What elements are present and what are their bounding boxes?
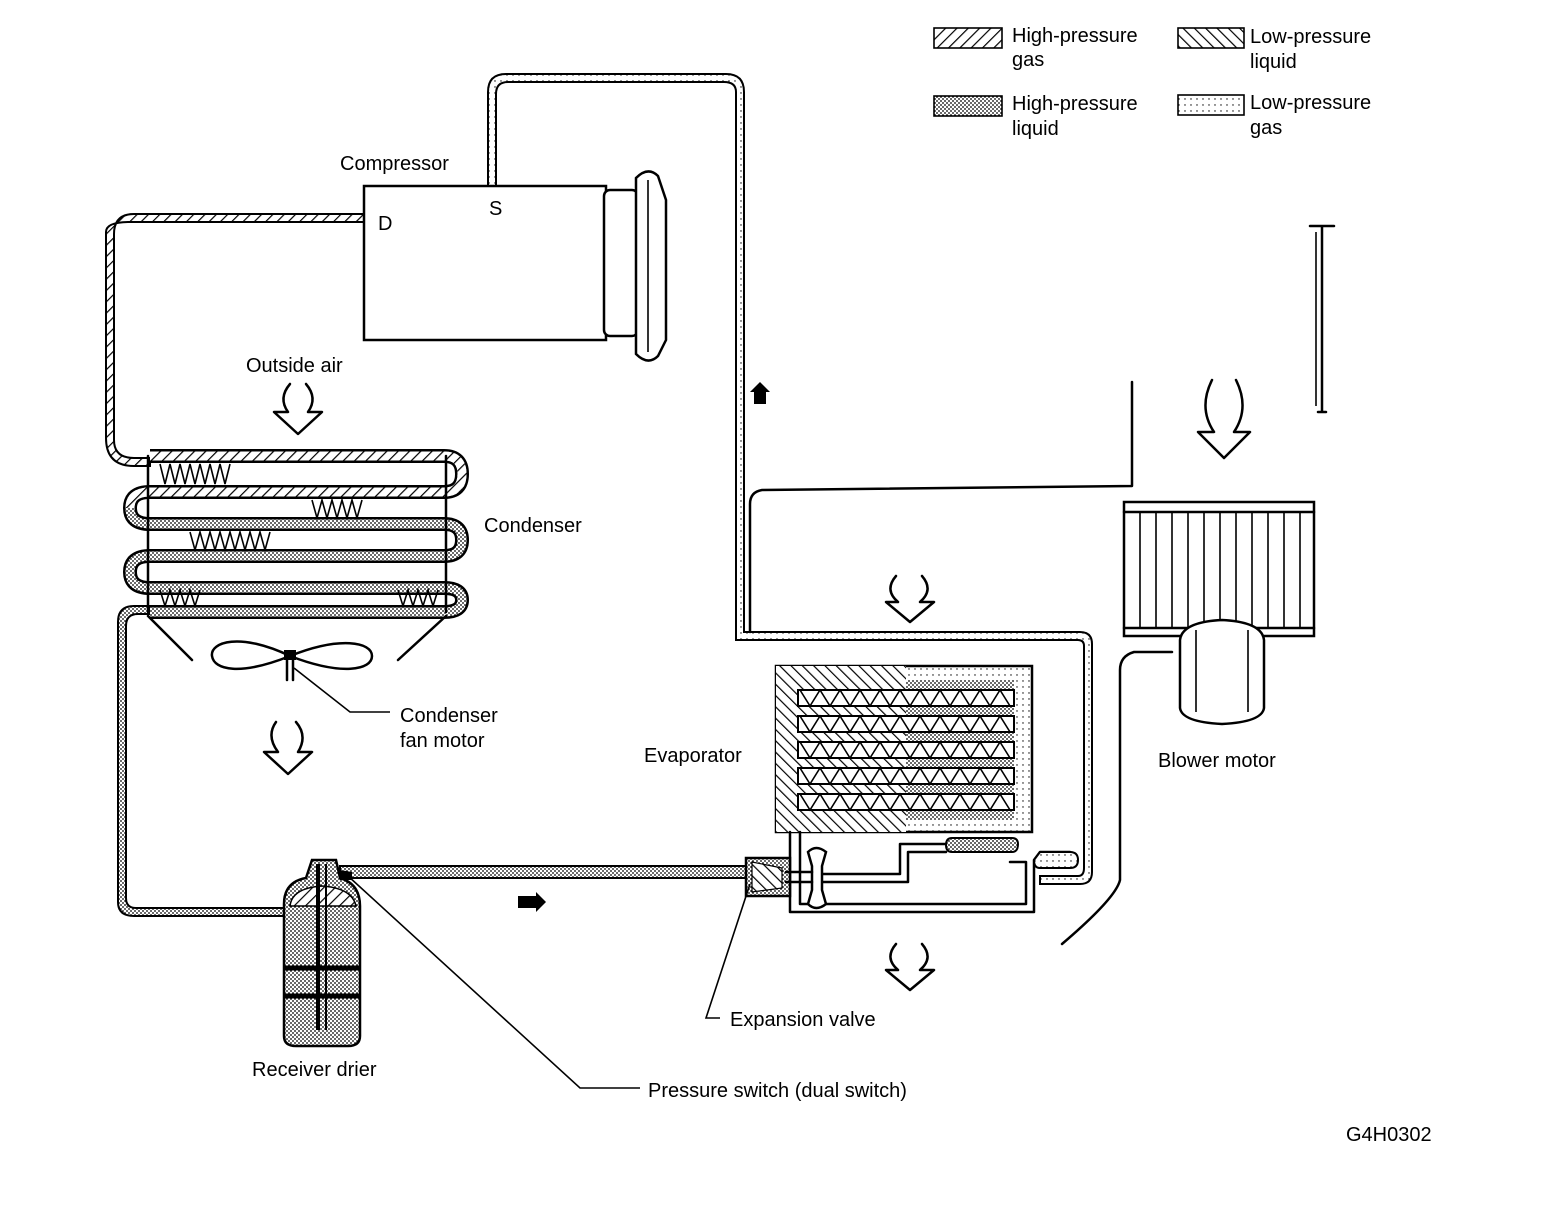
discharge-port-label: D	[378, 213, 392, 235]
hvac-inlet-flap	[1308, 224, 1336, 414]
legend-item-low-pressure-liquid: Low-pressure liquid	[1177, 26, 1371, 73]
discharge-pipe	[105, 213, 366, 467]
legend-label-low-pressure-gas-2: gas	[1250, 117, 1282, 139]
outside-air-arrow	[272, 382, 324, 436]
blower-fan-wheel	[1122, 500, 1316, 638]
blower: Blower motor	[1122, 500, 1316, 772]
condenser-exhaust-arrow	[262, 720, 314, 776]
evaporator-outlet-air-arrow	[884, 942, 936, 992]
hvac-duct-upper	[748, 380, 1134, 634]
legend: High-pressure gas Low-pressure liquid Hi…	[933, 25, 1371, 140]
legend-label-high-pressure-liquid-2: liquid	[1012, 118, 1059, 140]
figure-code: G4H0302	[1346, 1124, 1432, 1146]
condenser-label: Condenser	[484, 515, 582, 537]
suction-port-label: S	[489, 198, 502, 220]
condenser-fan-motor-label-1: Condenser	[400, 705, 498, 727]
compressor: Compressor D S	[340, 153, 668, 362]
legend-label-high-pressure-gas-1: High-pressure	[1012, 25, 1138, 47]
blower-vanes	[1139, 512, 1301, 628]
evaporator-inlet-air-arrow	[884, 574, 936, 624]
legend-label-high-pressure-gas-2: gas	[1012, 49, 1044, 71]
suction-flow-arrow	[750, 382, 770, 404]
liquid-flow-arrow	[518, 892, 546, 912]
legend-swatch-low-pressure-liquid	[1177, 27, 1245, 49]
compressor-pulley	[634, 170, 668, 362]
legend-label-low-pressure-liquid-2: liquid	[1250, 51, 1297, 73]
condenser: Condenser	[122, 449, 582, 619]
compressor-clutch	[602, 188, 640, 338]
compressor-label: Compressor	[340, 153, 449, 175]
legend-swatch-high-pressure-liquid	[933, 95, 1003, 117]
condenser-fan-motor-label-2: fan motor	[400, 730, 485, 752]
evaporator-label: Evaporator	[644, 745, 742, 767]
suction-pipe	[487, 73, 1093, 885]
condenser-fins	[159, 463, 439, 609]
condenser-fan: Condenser fan motor	[146, 614, 498, 752]
legend-swatch-high-pressure-gas	[933, 27, 1003, 49]
liquid-line-to-expansion-valve	[339, 865, 749, 879]
legend-swatch-low-pressure-gas	[1177, 94, 1245, 116]
blower-motor	[1178, 618, 1266, 726]
receiver-drier: Receiver drier	[252, 858, 377, 1081]
receiver-drier-label: Receiver drier	[252, 1059, 377, 1081]
legend-item-low-pressure-gas: Low-pressure gas	[1177, 92, 1371, 139]
evaporator-fins	[799, 688, 1011, 812]
blower-motor-label: Blower motor	[1158, 750, 1276, 772]
evaporator: Evaporator	[644, 664, 1080, 914]
hvac-duct-lower	[1060, 650, 1174, 946]
legend-label-high-pressure-liquid-1: High-pressure	[1012, 93, 1138, 115]
compressor-body	[362, 184, 608, 342]
legend-label-low-pressure-liquid-1: Low-pressure	[1250, 26, 1371, 48]
legend-label-low-pressure-gas-1: Low-pressure	[1250, 92, 1371, 114]
expansion-valve: Expansion valve	[704, 846, 876, 1031]
blower-inlet-air-arrow	[1196, 378, 1252, 460]
pressure-switch-leader	[347, 875, 640, 1089]
legend-item-high-pressure-liquid: High-pressure liquid	[933, 93, 1138, 140]
expansion-valve-label: Expansion valve	[730, 1009, 876, 1031]
pressure-switch-label: Pressure switch (dual switch)	[648, 1080, 907, 1102]
outside-air-label: Outside air	[246, 355, 343, 377]
legend-item-high-pressure-gas: High-pressure gas	[933, 25, 1138, 71]
